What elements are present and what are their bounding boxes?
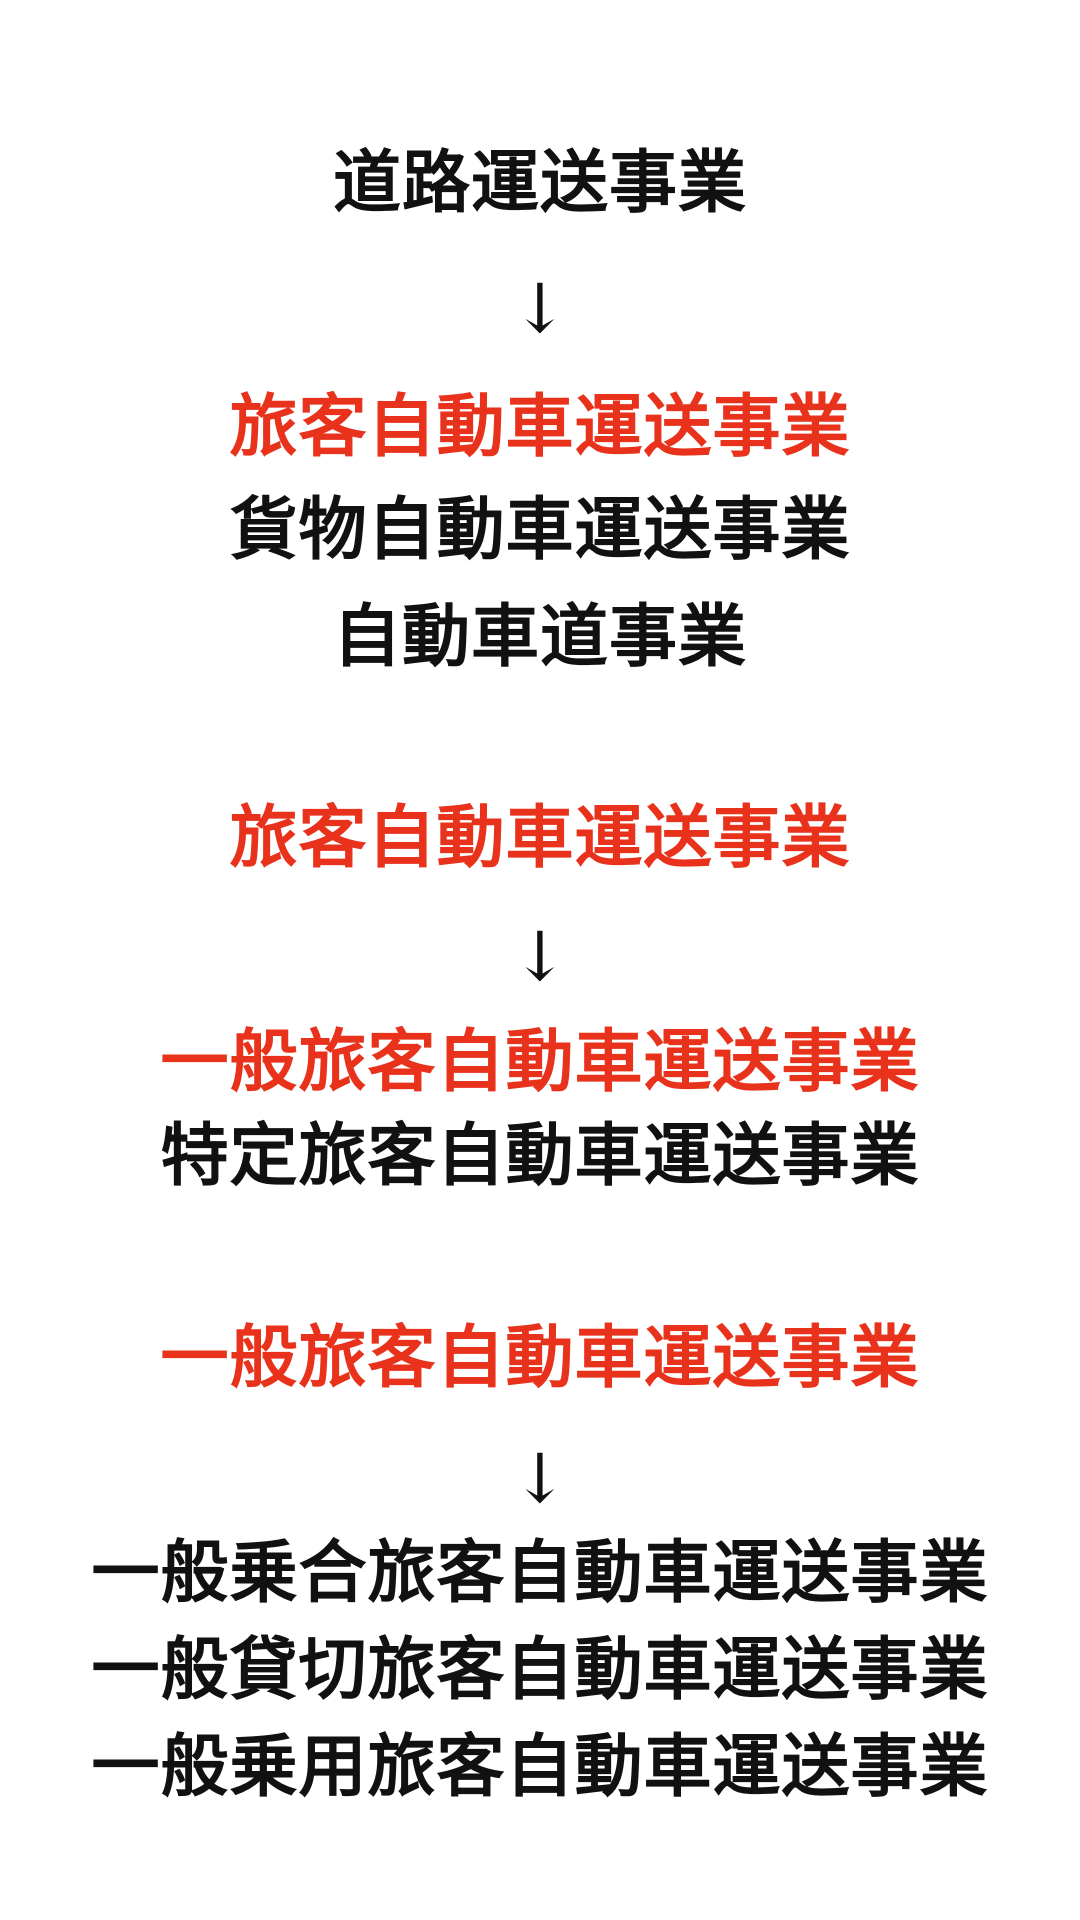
section3-child: 一般乗用旅客自動車運送事業 (91, 1727, 989, 1807)
section2-child-highlighted: 一般旅客自動車運送事業 (160, 1022, 920, 1102)
section3-child: 一般乗合旅客自動車運送事業 (91, 1533, 989, 1613)
section3-parent: 一般旅客自動車運送事業 (160, 1318, 920, 1398)
section1-parent: 道路運送事業 (332, 143, 747, 223)
section2-parent: 旅客自動車運送事業 (229, 798, 851, 878)
section1-child: 自動車道事業 (332, 597, 747, 677)
section1-down-arrow-icon: ↓ (511, 270, 569, 349)
section2-child: 特定旅客自動車運送事業 (160, 1116, 920, 1196)
section1-child: 貨物自動車運送事業 (229, 490, 851, 570)
section1-child-highlighted: 旅客自動車運送事業 (229, 387, 851, 467)
section3-down-arrow-icon: ↓ (511, 1440, 569, 1519)
section3-child: 一般貸切旅客自動車運送事業 (91, 1630, 989, 1710)
section2-down-arrow-icon: ↓ (511, 918, 569, 997)
